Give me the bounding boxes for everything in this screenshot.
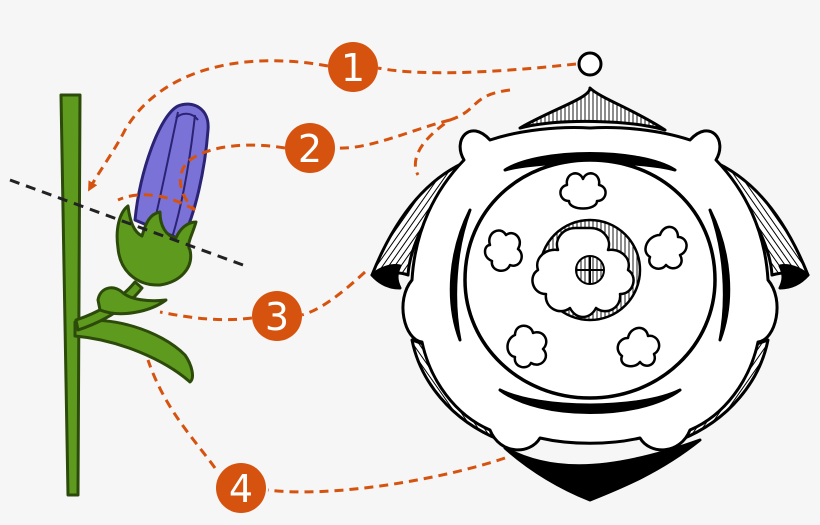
- callout-2-label: 2: [298, 127, 322, 171]
- corolla: [133, 102, 210, 242]
- callout-3[interactable]: 3: [252, 291, 302, 341]
- leader-4: [146, 359, 506, 494]
- sepal-top: [518, 86, 667, 132]
- callout-1[interactable]: 1: [328, 42, 378, 92]
- callout-2[interactable]: 2: [285, 123, 335, 173]
- bract-leaf: [73, 318, 194, 384]
- callout-4-label: 4: [229, 467, 253, 511]
- ovary: [531, 218, 642, 322]
- leader-lines: [90, 59, 577, 494]
- floral-diagram-icon: [370, 51, 810, 502]
- axis-circle: [577, 51, 603, 77]
- callout-1-label: 1: [341, 46, 365, 90]
- bellflower-plant-icon: [59, 93, 210, 497]
- leader-2: [117, 88, 511, 212]
- bract-crescent: [503, 438, 702, 502]
- leader-1: [90, 59, 577, 188]
- stamens: [483, 172, 688, 369]
- section-line: [9, 178, 244, 267]
- leader-3: [159, 270, 367, 322]
- callout-3-label: 3: [265, 295, 289, 339]
- calyx: [115, 204, 198, 287]
- small-leaf: [96, 286, 168, 316]
- callout-4[interactable]: 4: [216, 463, 266, 513]
- stem: [59, 93, 82, 497]
